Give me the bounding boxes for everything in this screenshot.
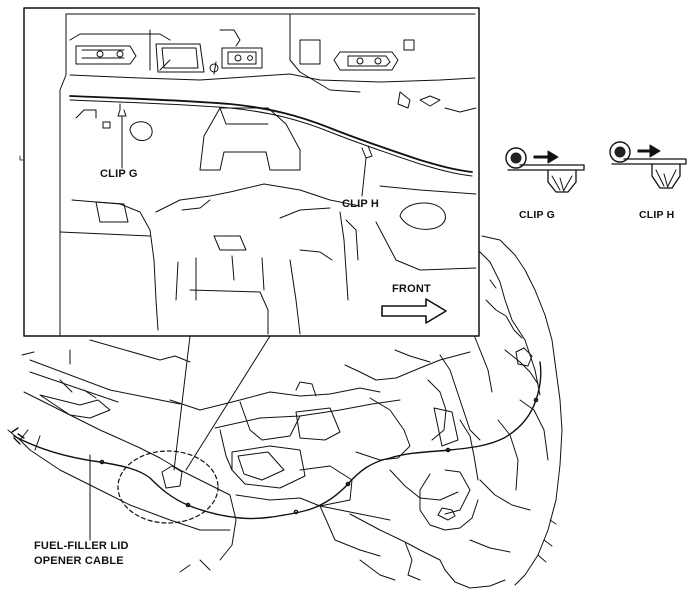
- underbody-outline: [7, 235, 563, 589]
- clip-g-detail-label: CLIP G: [519, 209, 556, 221]
- opener-cable-main: [11, 361, 542, 520]
- cable-label-line2: OPENER CABLE: [34, 555, 124, 567]
- clip-h-marker: [361, 145, 373, 159]
- clip-h-detail-label: CLIP H: [639, 209, 675, 221]
- clip-h-inset-label: CLIP H: [342, 198, 380, 210]
- clip-g-icon: [505, 147, 585, 193]
- front-label: FRONT: [392, 283, 431, 295]
- detail-highlight-circle: [117, 450, 219, 524]
- front-arrow-icon: [381, 298, 447, 324]
- edge-marker: [19, 155, 24, 161]
- clip-area-part: [161, 465, 183, 489]
- cable-label-line1: FUEL-FILLER LID: [34, 540, 129, 552]
- callout-pointer-left: [173, 335, 191, 471]
- clip-g-marker: [117, 103, 127, 117]
- inset-frame: [23, 7, 480, 337]
- inset-details: [59, 13, 477, 336]
- clip-g-inset-label: CLIP G: [100, 168, 138, 180]
- clip-h-icon: [609, 141, 687, 189]
- callout-pointer-right: [185, 335, 271, 471]
